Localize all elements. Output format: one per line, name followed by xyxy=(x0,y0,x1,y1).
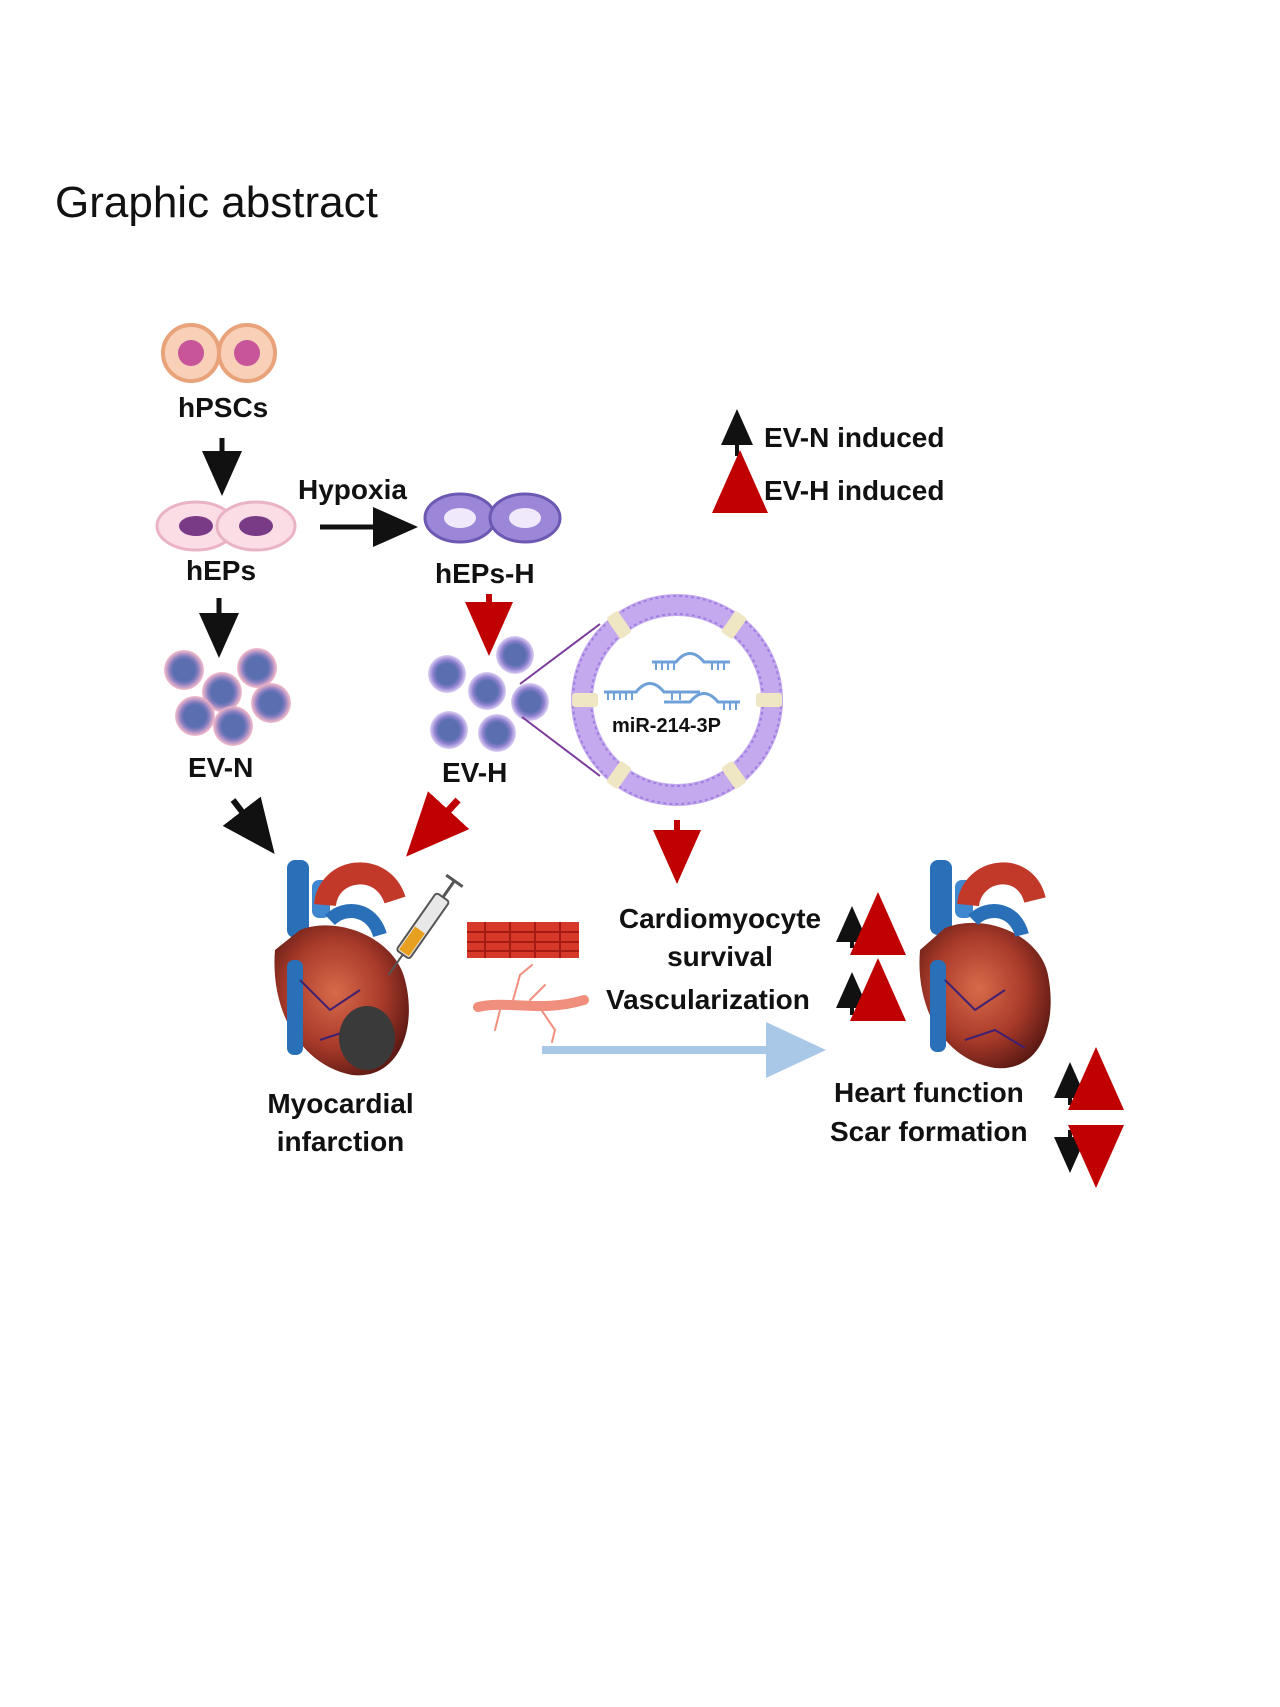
scar-formation-down-arrows-icon xyxy=(1054,1125,1124,1188)
heps-h-label: hEPs-H xyxy=(435,558,535,589)
hpscs-label: hPSCs xyxy=(178,392,269,423)
page-title: Graphic abstract xyxy=(55,178,378,227)
cardiomyocyte-line2: survival xyxy=(667,941,773,972)
heps-h-cells-icon xyxy=(423,492,562,544)
legend-ev-n-label: EV-N induced xyxy=(764,422,945,453)
mi-label-line1: Myocardial xyxy=(267,1088,414,1119)
cardiomyocyte-line1: Cardiomyocyte xyxy=(618,903,822,934)
syringe-icon xyxy=(387,873,464,976)
scar-formation-label: Scar formation xyxy=(830,1116,1028,1147)
cardiomyocyte-survival-label: Cardiomyocyte survival xyxy=(600,900,840,976)
mi-label: Myocardial infarction xyxy=(248,1085,433,1161)
healed-heart-icon xyxy=(919,860,1051,1069)
hypoxia-label: Hypoxia xyxy=(298,474,407,505)
mirna-label: miR-214-3P xyxy=(612,715,721,737)
mi-heart-icon xyxy=(274,860,409,1076)
mi-label-line2: infarction xyxy=(276,1126,405,1157)
zoom-line-top xyxy=(519,623,601,685)
heart-function-up-arrows-icon xyxy=(1054,1047,1124,1110)
ev-n-label: EV-N xyxy=(188,752,254,783)
hep-cells-icon xyxy=(155,500,297,552)
ev-h-vesicles-icon xyxy=(428,636,549,752)
heart-function-label: Heart function xyxy=(834,1077,1024,1108)
exosome-membrane-icon xyxy=(571,594,783,806)
vascularization-label: Vascularization xyxy=(606,984,810,1015)
ev-h-label: EV-H xyxy=(442,757,508,788)
ev-n-vesicles-icon xyxy=(164,648,291,746)
legend-ev-h-label: EV-H induced xyxy=(764,475,945,506)
arrow-evn-to-heart xyxy=(222,796,275,855)
muscle-fiber-icon xyxy=(467,922,579,958)
zoom-line-bottom xyxy=(521,716,601,777)
heps-label: hEPs xyxy=(186,555,257,586)
vascularization-up-arrows-icon xyxy=(836,958,906,1021)
hpsc-cells-icon xyxy=(161,323,277,383)
cardiomyocyte-up-arrows-icon xyxy=(836,892,906,955)
blood-vessel-icon xyxy=(473,964,589,1043)
arrow-evh-to-heart xyxy=(406,791,470,857)
